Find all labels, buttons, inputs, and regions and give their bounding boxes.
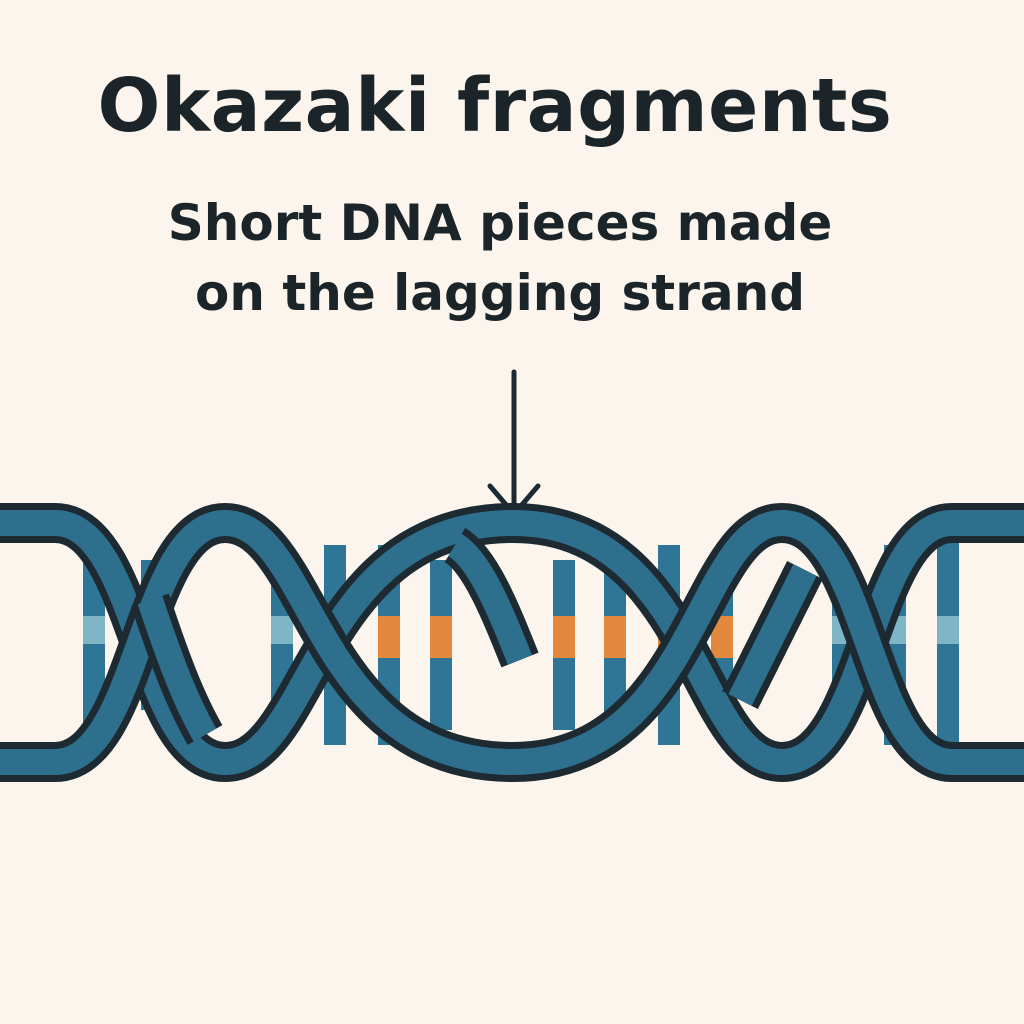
okazaki-fragment-rung [430,560,452,730]
helix-strand-b [0,502,1024,783]
helix-strand-a [0,502,1024,783]
okazaki-fragment-rung [553,560,575,730]
helix-crossovers [131,527,823,745]
down-arrow-icon [487,369,541,517]
subtitle-line-1: Short DNA pieces made [167,194,833,252]
subtitle: Short DNA pieces made on the lagging str… [0,188,1000,328]
base-pair-rung [937,540,959,745]
okazaki-fragment-rung [604,545,626,745]
subtitle-line-2: on the lagging strand [194,264,805,322]
page-title: Okazaki fragments [97,63,893,149]
